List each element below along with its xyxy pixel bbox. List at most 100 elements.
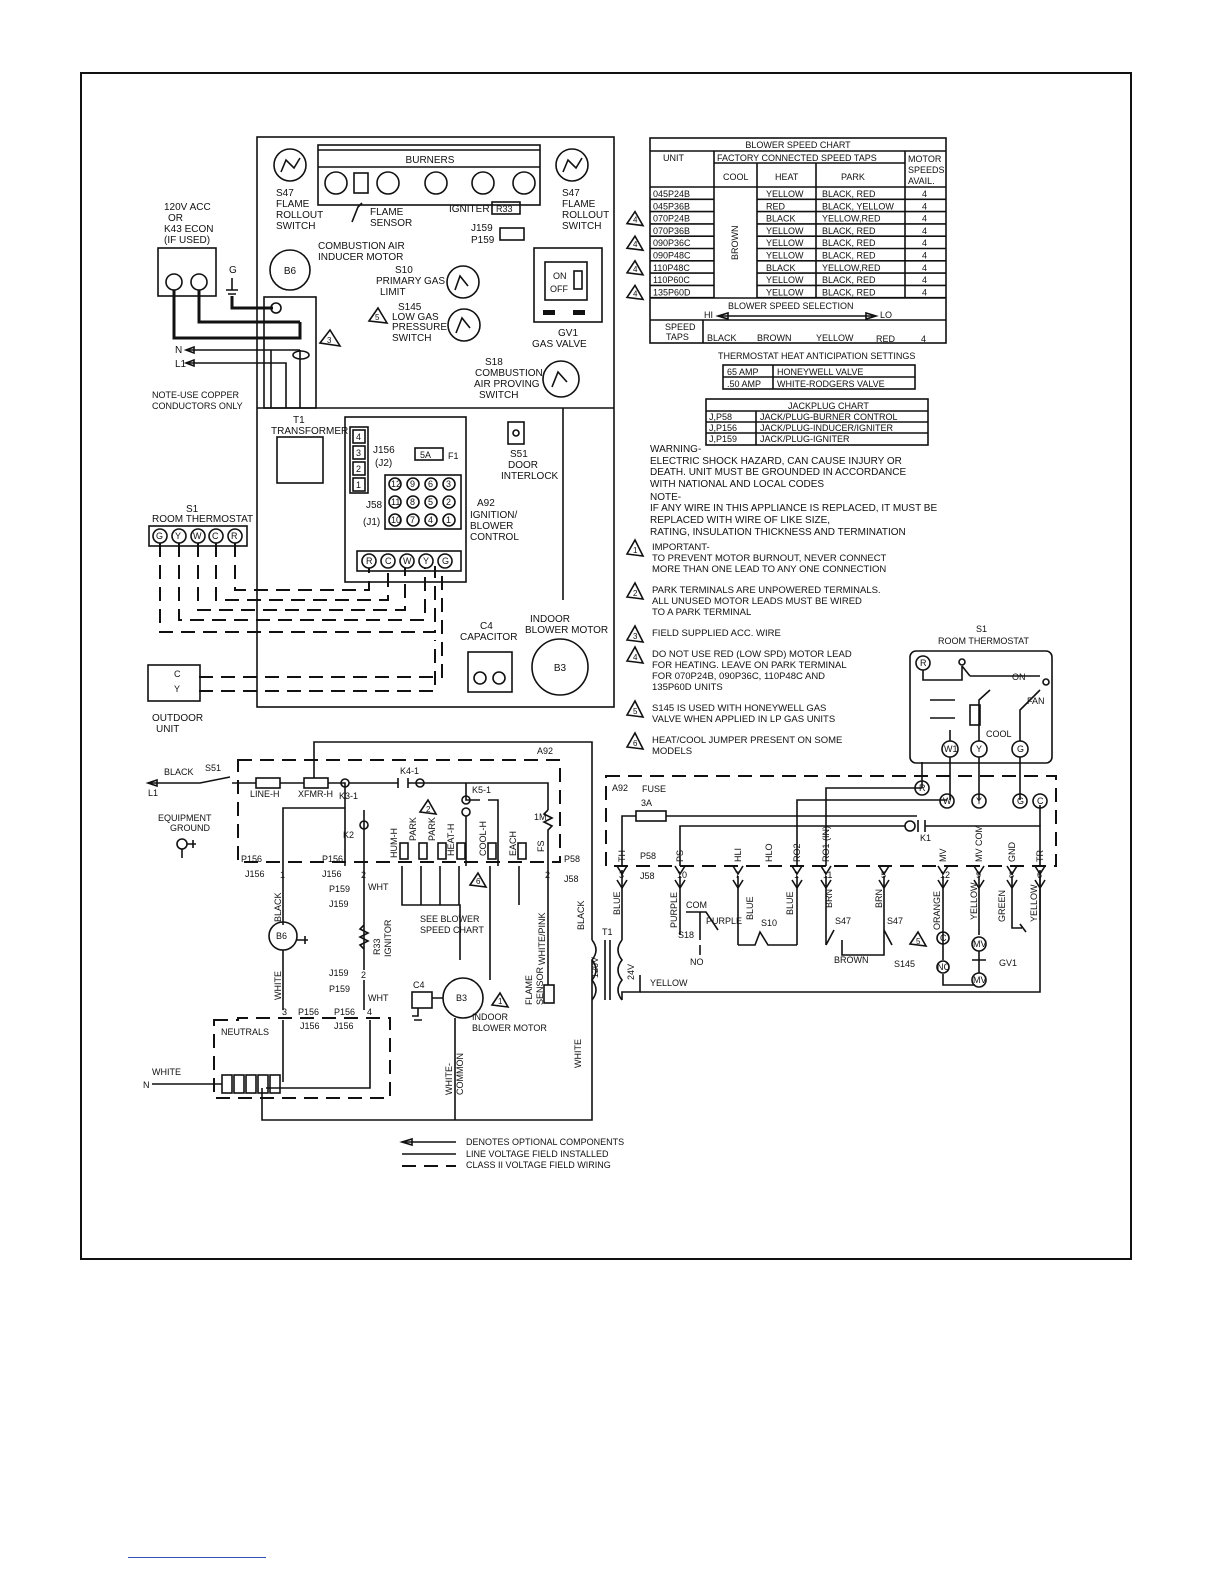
combustion-motor-label: COMBUSTION AIR INDUCER MOTOR — [318, 241, 405, 263]
low-voltage-terminal-label: MV — [938, 849, 948, 863]
chart-cell-heat: RED — [766, 201, 786, 211]
chart-cell-park: BLACK, RED — [822, 287, 876, 297]
svg-text:R: R — [231, 531, 238, 541]
svg-text:COOL: COOL — [723, 172, 749, 182]
svg-text:MV: MV — [973, 975, 987, 985]
svg-text:BLOWER: BLOWER — [470, 521, 513, 532]
svg-text:P58: P58 — [640, 851, 656, 861]
svg-text:G: G — [1017, 796, 1024, 806]
svg-text:WHITE: WHITE — [152, 1067, 181, 1077]
svg-text:NEUTRALS: NEUTRALS — [221, 1027, 269, 1037]
svg-text:K2: K2 — [343, 830, 354, 840]
svg-text:NC: NC — [937, 962, 950, 972]
svg-text:4: 4 — [921, 334, 926, 344]
chart-cell-speeds: 4 — [922, 275, 927, 285]
svg-text:JACK/PLUG-INDUCER/IGNITER: JACK/PLUG-INDUCER/IGNITER — [760, 423, 894, 433]
svg-text:1: 1 — [498, 997, 503, 1006]
note-flag-icon — [625, 234, 645, 252]
svg-text:ROOM THERMOSTAT: ROOM THERMOSTAT — [938, 636, 1030, 646]
igniter-label: IGNITER — [449, 204, 490, 215]
s47-right-label: S47 FLAME ROLLOUT SWITCH — [562, 188, 609, 232]
s10-limit-icon — [446, 265, 480, 299]
chart-cell-unit: 110P60C — [653, 275, 690, 285]
blower-speed-chart: BLOWER SPEED CHART UNIT FACTORY CONNECTE… — [649, 137, 947, 344]
svg-text:1: 1 — [446, 515, 451, 525]
svg-text:NO: NO — [690, 957, 704, 967]
svg-text:ROOM THERMOSTAT: ROOM THERMOSTAT — [152, 514, 253, 525]
svg-text:2: 2 — [361, 970, 366, 980]
terminal-block: R C W Y G — [356, 550, 462, 572]
chart-cell-unit: 070P36B — [653, 226, 690, 236]
svg-text:FS: FS — [536, 840, 546, 852]
chart-cell-park: YELLOW,RED — [822, 214, 881, 224]
svg-text:J58: J58 — [366, 500, 383, 511]
svg-text:10: 10 — [391, 515, 401, 525]
svg-text:SWITCH: SWITCH — [479, 390, 518, 401]
s1-right-thermostat: S1 ROOM THERMOSTAT R W1 Y G ON FAN COOL — [909, 624, 1053, 764]
svg-text:AVAIL.: AVAIL. — [908, 176, 935, 186]
svg-text:J156: J156 — [245, 869, 265, 879]
note-number-icon — [625, 624, 645, 643]
svg-text:S51: S51 — [510, 449, 528, 460]
svg-text:S51: S51 — [205, 763, 221, 773]
chart-cell-unit: 135P60D — [653, 287, 691, 297]
svg-text:JACK/PLUG-IGNITER: JACK/PLUG-IGNITER — [760, 434, 850, 444]
svg-text:S10: S10 — [761, 918, 777, 928]
low-voltage-pin: 1 — [794, 870, 799, 880]
svg-text:ON: ON — [1012, 672, 1026, 682]
chart-cell-speeds: 4 — [922, 189, 927, 199]
svg-text:BLOWER SPEED CHART: BLOWER SPEED CHART — [745, 140, 851, 150]
chart-cell-park: YELLOW,RED — [822, 263, 881, 273]
ground-g-label: G — [229, 265, 237, 276]
neutral-terminals — [221, 1074, 281, 1094]
svg-text:YELLOW: YELLOW — [1029, 884, 1039, 922]
svg-text:BLACK: BLACK — [707, 333, 737, 343]
b6-label: B6 — [284, 266, 297, 277]
svg-text:B3: B3 — [456, 993, 467, 1003]
j58-connector: 12 9 6 3 11 8 5 2 10 7 4 1 — [384, 474, 462, 530]
svg-text:S145: S145 — [894, 959, 915, 969]
svg-text:LINE VOLTAGE FIELD INSTALLED: LINE VOLTAGE FIELD INSTALLED — [466, 1149, 609, 1159]
svg-text:6: 6 — [428, 479, 433, 489]
anticipation-table: THERMOSTAT HEAT ANTICIPATION SETTINGS 65… — [718, 351, 916, 390]
svg-text:K3-1: K3-1 — [339, 791, 358, 801]
svg-text:OUTDOOR: OUTDOOR — [152, 713, 203, 724]
legend: DENOTES OPTIONAL COMPONENTS LINE VOLTAGE… — [399, 1137, 624, 1170]
low-voltage-pin: 5 — [881, 870, 886, 880]
svg-text:J58: J58 — [564, 874, 579, 884]
outdoor-c-label: C — [174, 669, 181, 679]
svg-text:WHITE-RODGERS VALVE: WHITE-RODGERS VALVE — [777, 379, 885, 389]
svg-text:LOW GAS: LOW GAS — [392, 312, 439, 323]
diagram-frame — [80, 72, 1132, 1260]
svg-text:COOL-H: COOL-H — [478, 821, 488, 856]
svg-text:SWITCH: SWITCH — [276, 221, 315, 232]
svg-text:GREEN: GREEN — [997, 890, 1007, 922]
svg-text:WARNING-: WARNING- — [650, 444, 701, 455]
low-voltage-pin: 7 — [735, 870, 740, 880]
svg-text:T1: T1 — [293, 415, 305, 426]
chart-cell-speeds: 4 — [922, 201, 927, 211]
svg-text:W: W — [403, 556, 412, 566]
svg-text:BROWN: BROWN — [834, 955, 869, 965]
svg-text:LINE-H: LINE-H — [250, 789, 280, 799]
svg-text:PRESSURE: PRESSURE — [392, 322, 447, 333]
n-label: N — [175, 345, 182, 356]
svg-text:ROLLOUT: ROLLOUT — [562, 210, 609, 221]
svg-text:K5-1: K5-1 — [472, 785, 491, 795]
svg-text:8: 8 — [410, 497, 415, 507]
svg-text:S1: S1 — [976, 624, 987, 634]
svg-text:3: 3 — [327, 336, 332, 345]
svg-text:5: 5 — [428, 497, 433, 507]
svg-text:BLACK: BLACK — [164, 767, 194, 777]
note-line: TO PREVENT MOTOR BURNOUT, NEVER CONNECT — [652, 553, 887, 564]
note-line: IMPORTANT- — [652, 542, 710, 553]
flame-sensor-label: FLAME SENSOR — [370, 207, 412, 229]
t1-label: T1 TRANSFORMER — [271, 415, 348, 437]
svg-text:IGNITOR: IGNITOR — [383, 919, 393, 957]
svg-text:BLACK: BLACK — [576, 900, 586, 930]
warning-text: WARNING- ELECTRIC SHOCK HAZARD, CAN CAUS… — [650, 444, 906, 490]
svg-text:HUM-H: HUM-H — [389, 828, 399, 858]
note-line: HEAT/COOL JUMPER PRESENT ON SOME — [652, 735, 842, 746]
low-voltage-pin: 12 — [940, 870, 950, 880]
svg-text:INDUCER MOTOR: INDUCER MOTOR — [318, 252, 403, 263]
